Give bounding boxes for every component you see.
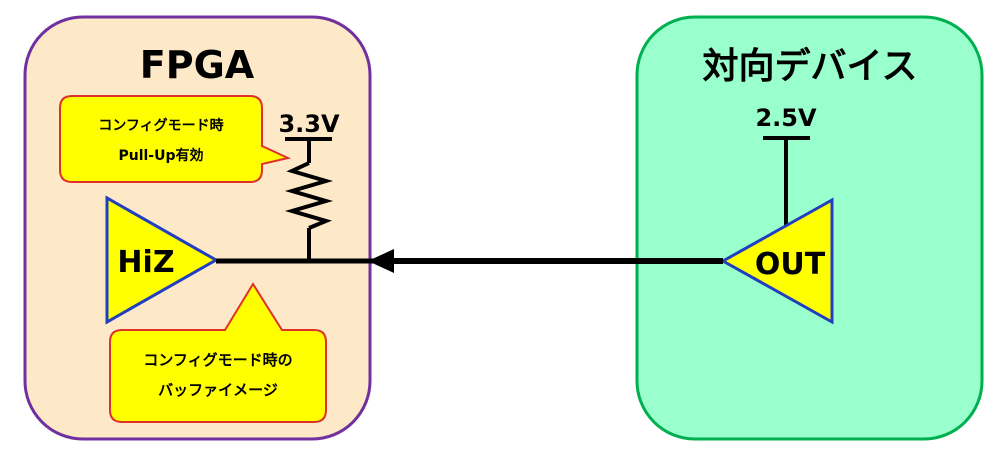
pullup-resistor: 3.3V [278,110,340,262]
callout-pullup-bubble [59,95,292,183]
signal-wire [216,249,723,273]
device-buffer-label: OUT [755,247,826,282]
callout-buffer: コンフィグモード時の バッファイメージ [109,282,327,423]
fpga-buffer-label: HiZ [117,245,174,280]
callout-pullup-line1: コンフィグモード時 [98,117,223,134]
callout-buffer-line2: バッファイメージ [158,381,278,399]
fpga-buffer: HiZ [105,195,220,325]
fpga-title: FPGA [140,43,255,87]
callout-pullup-line2: Pull-Up有効 [118,147,203,164]
fpga-supply-label: 3.3V [278,110,340,138]
fpga-buffer-triangle [105,195,220,325]
device-supply: 2.5V [755,104,817,225]
device-buffer-triangle [719,197,834,325]
resistor-zigzag [284,161,334,230]
signal-arrowhead [368,249,394,273]
device-title: 対向デバイス [703,45,918,87]
callout-pullup: コンフィグモード時 Pull-Up有効 [59,95,292,183]
callout-buffer-line1: コンフィグモード時の [143,351,292,369]
device-buffer: OUT [719,197,834,325]
callout-buffer-bubble [109,282,327,423]
device-supply-label: 2.5V [755,104,817,132]
